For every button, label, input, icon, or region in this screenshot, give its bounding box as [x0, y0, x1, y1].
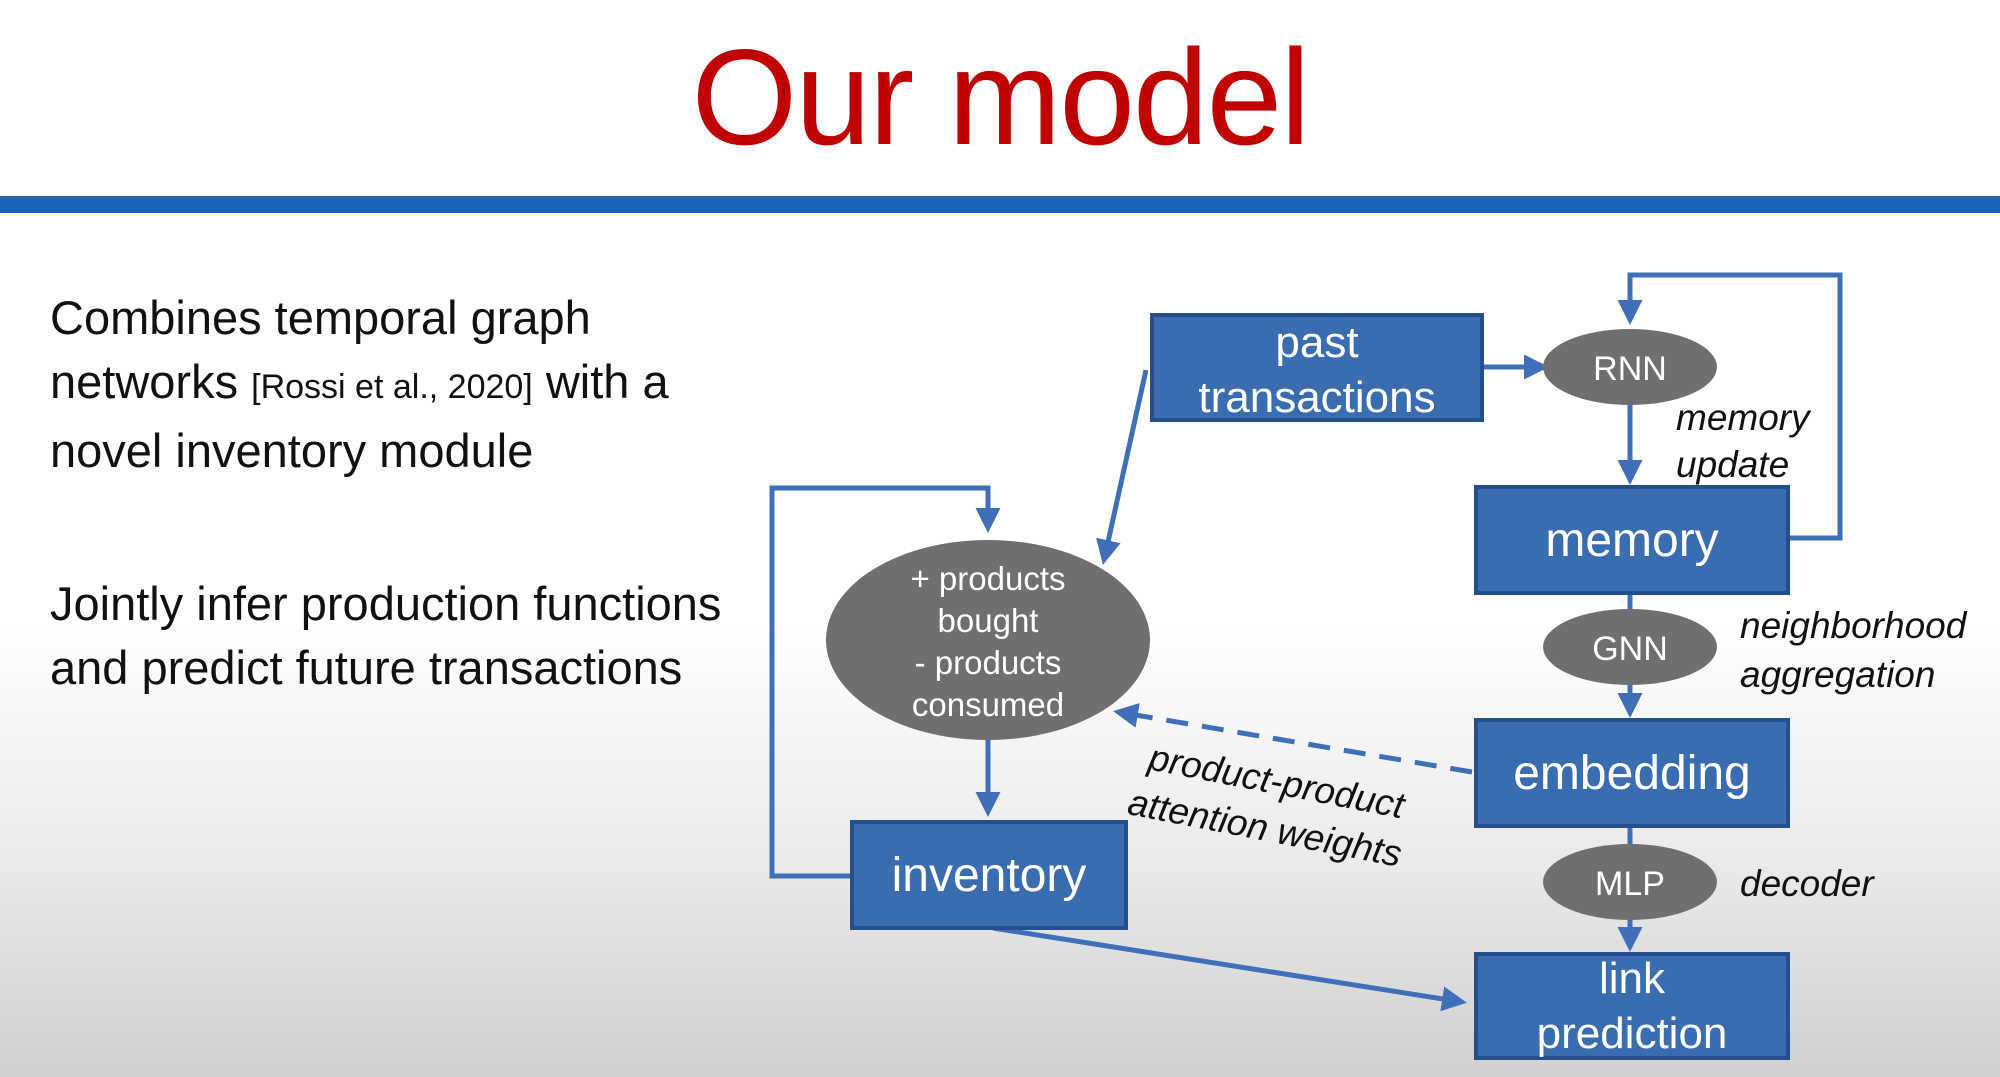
edge-memory-loop: [1617, 272, 1843, 541]
bullet-1-text-before: Combines temporal graph networks: [50, 291, 591, 408]
inventory-update-line-1: + products: [910, 560, 1065, 597]
memory-box: memory: [1474, 485, 1790, 595]
gnn-node: GNN: [1543, 609, 1717, 685]
edge-attention-weights: [1113, 703, 1473, 775]
inventory-update-line-2: bought: [938, 602, 1039, 639]
edge-inventory-to-link-prediction: [992, 925, 1467, 1012]
inventory-update-line-3: - products: [915, 644, 1062, 681]
decoder-annotation: decoder: [1740, 863, 1875, 904]
neighborhood-line-1: neighborhood: [1740, 605, 1968, 646]
neighborhood-aggregation-annotation: neighborhood aggregation: [1740, 605, 1968, 695]
mlp-node: MLP: [1543, 844, 1717, 920]
edge-inventory-loop: [769, 485, 1001, 879]
rnn-label: RNN: [1593, 350, 1667, 388]
inventory-update-line-4: consumed: [912, 686, 1064, 723]
past-transactions-label-1: past: [1275, 318, 1358, 367]
link-prediction-box: link prediction: [1474, 952, 1790, 1060]
memory-label: memory: [1545, 514, 1718, 567]
neighborhood-line-2: aggregation: [1740, 654, 1935, 695]
embedding-label: embedding: [1513, 747, 1751, 800]
inventory-label: inventory: [892, 849, 1087, 902]
edges: [769, 272, 1843, 1012]
link-prediction-label-2: prediction: [1537, 1009, 1728, 1058]
link-prediction-label-1: link: [1599, 954, 1666, 1003]
citation: [Rossi et al., 2020]: [251, 368, 533, 406]
memory-update-line-2: update: [1676, 444, 1789, 485]
inventory-box: inventory: [850, 820, 1128, 930]
title-divider: [0, 196, 2000, 213]
gnn-label: GNN: [1592, 630, 1668, 668]
rnn-node: RNN: [1543, 329, 1717, 405]
bullet-jointly-infer: Jointly infer production functions and p…: [50, 572, 790, 700]
attention-annotation: product-product attention weights: [1125, 736, 1410, 874]
slide-title: Our model: [691, 21, 1311, 173]
edge-transactions-to-inventory-update: [1096, 369, 1149, 565]
embedding-box: embedding: [1474, 718, 1790, 828]
bullet-1-text-after: with a novel inventory module: [50, 355, 669, 477]
past-transactions-label-2: transactions: [1198, 373, 1435, 422]
memory-update-line-1: memory: [1676, 397, 1812, 438]
past-transactions-box: past transactions: [1150, 313, 1484, 422]
inventory-update-node: + products bought - products consumed: [826, 540, 1150, 740]
memory-update-annotation: memory update: [1676, 397, 1812, 485]
bullet-2-text: Jointly infer production functions and p…: [50, 577, 722, 694]
mlp-label: MLP: [1595, 865, 1665, 903]
bullet-combines: Combines temporal graph networks [Rossi …: [50, 286, 790, 483]
